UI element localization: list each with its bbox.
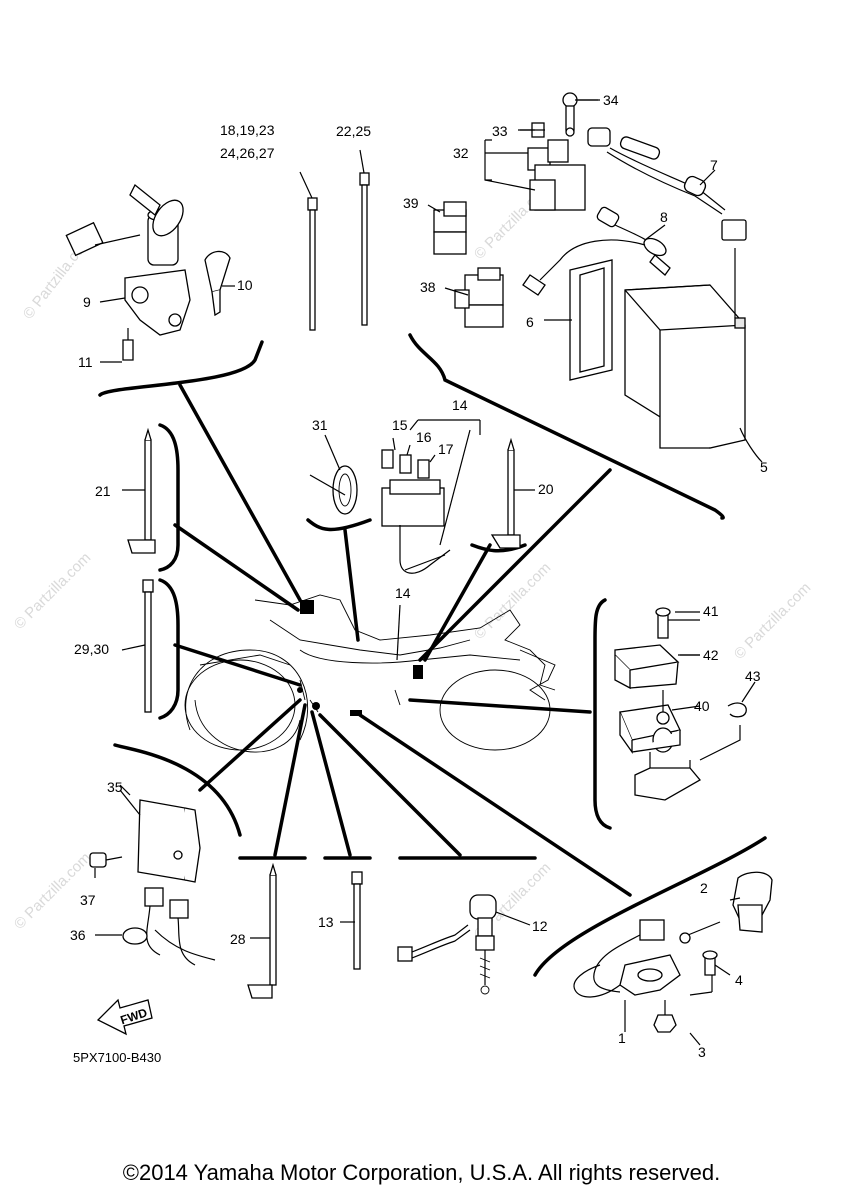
callout-35: 35 — [107, 779, 123, 795]
fuse-box-assembly — [381, 419, 481, 574]
callout-22-25: 22,25 — [336, 123, 371, 139]
battery-cable-8 — [522, 206, 671, 296]
callout-42: 42 — [703, 647, 719, 663]
callout-14-center: 14 — [395, 585, 411, 601]
diagram-code: 5PX7100-B430 — [73, 1050, 161, 1065]
clamp-31 — [309, 434, 358, 515]
callout-18-line2: 24,26,27 — [220, 145, 275, 161]
battery-cable-7 — [587, 127, 747, 241]
callout-8: 8 — [660, 209, 668, 225]
callout-16: 16 — [416, 429, 432, 445]
callout-41: 41 — [703, 603, 719, 619]
cable-tie-13 — [351, 871, 363, 970]
callout-13: 13 — [318, 914, 334, 930]
cable-ties-top — [299, 149, 370, 331]
cable-tie-21 — [127, 427, 156, 554]
fwd-arrow-icon: FWD — [96, 998, 153, 1036]
callout-leaders — [94, 99, 763, 939]
callout-1: 1 — [618, 1030, 626, 1046]
callout-3: 3 — [698, 1044, 706, 1060]
callout-28: 28 — [230, 931, 246, 947]
callout-36: 36 — [70, 927, 86, 943]
callout-5: 5 — [760, 459, 768, 475]
callout-7: 7 — [710, 157, 718, 173]
callout-6: 6 — [526, 314, 534, 330]
callout-37: 37 — [80, 892, 96, 908]
cable-tie-28 — [247, 862, 277, 999]
cdi-unit-assembly — [89, 789, 216, 966]
callout-34: 34 — [603, 92, 619, 108]
main-switch-assembly — [65, 183, 231, 361]
callout-33: 33 — [492, 123, 508, 139]
callout-labels: 1 2 3 4 5 6 7 8 9 10 11 12 13 14 14 15 1… — [70, 92, 768, 1060]
callout-38: 38 — [420, 279, 436, 295]
copyright-notice: ©2014 Yamaha Motor Corporation, U.S.A. A… — [122, 1160, 721, 1185]
motorcycle-outline — [184, 594, 556, 753]
callout-12: 12 — [532, 918, 548, 934]
neutral-switch-12 — [397, 894, 497, 995]
callout-14-top: 14 — [452, 397, 468, 413]
callout-29-30: 29,30 — [74, 641, 109, 657]
callout-20: 20 — [538, 481, 554, 497]
starter-relay-assembly — [484, 92, 598, 211]
callout-31: 31 — [312, 417, 328, 433]
cable-tie-29 — [142, 579, 154, 713]
callout-15: 15 — [392, 417, 408, 433]
callout-18-line1: 18,19,23 — [220, 122, 275, 138]
callout-9: 9 — [83, 294, 91, 310]
callout-17: 17 — [438, 441, 454, 457]
cable-tie-20 — [490, 437, 521, 549]
callout-21: 21 — [95, 483, 111, 499]
callout-40: 40 — [694, 698, 710, 714]
callout-2: 2 — [700, 880, 708, 896]
sensor-assembly-1-4 — [573, 871, 773, 1046]
callout-10: 10 — [237, 277, 253, 293]
relay-bracket-assembly — [614, 607, 747, 801]
callout-11: 11 — [78, 354, 93, 370]
leader-lines — [173, 383, 632, 897]
battery-and-cover — [569, 248, 746, 449]
callout-39: 39 — [403, 195, 419, 211]
watermark-text: © Partzilla.com — [731, 579, 814, 662]
relays-38-39 — [433, 201, 504, 328]
callout-32: 32 — [453, 145, 469, 161]
callout-43: 43 — [745, 668, 761, 684]
watermark-text: © Partzilla.com — [471, 559, 554, 642]
group-brackets — [98, 333, 767, 977]
watermark-text: © Partzilla.com — [11, 549, 94, 632]
callout-4: 4 — [735, 972, 743, 988]
